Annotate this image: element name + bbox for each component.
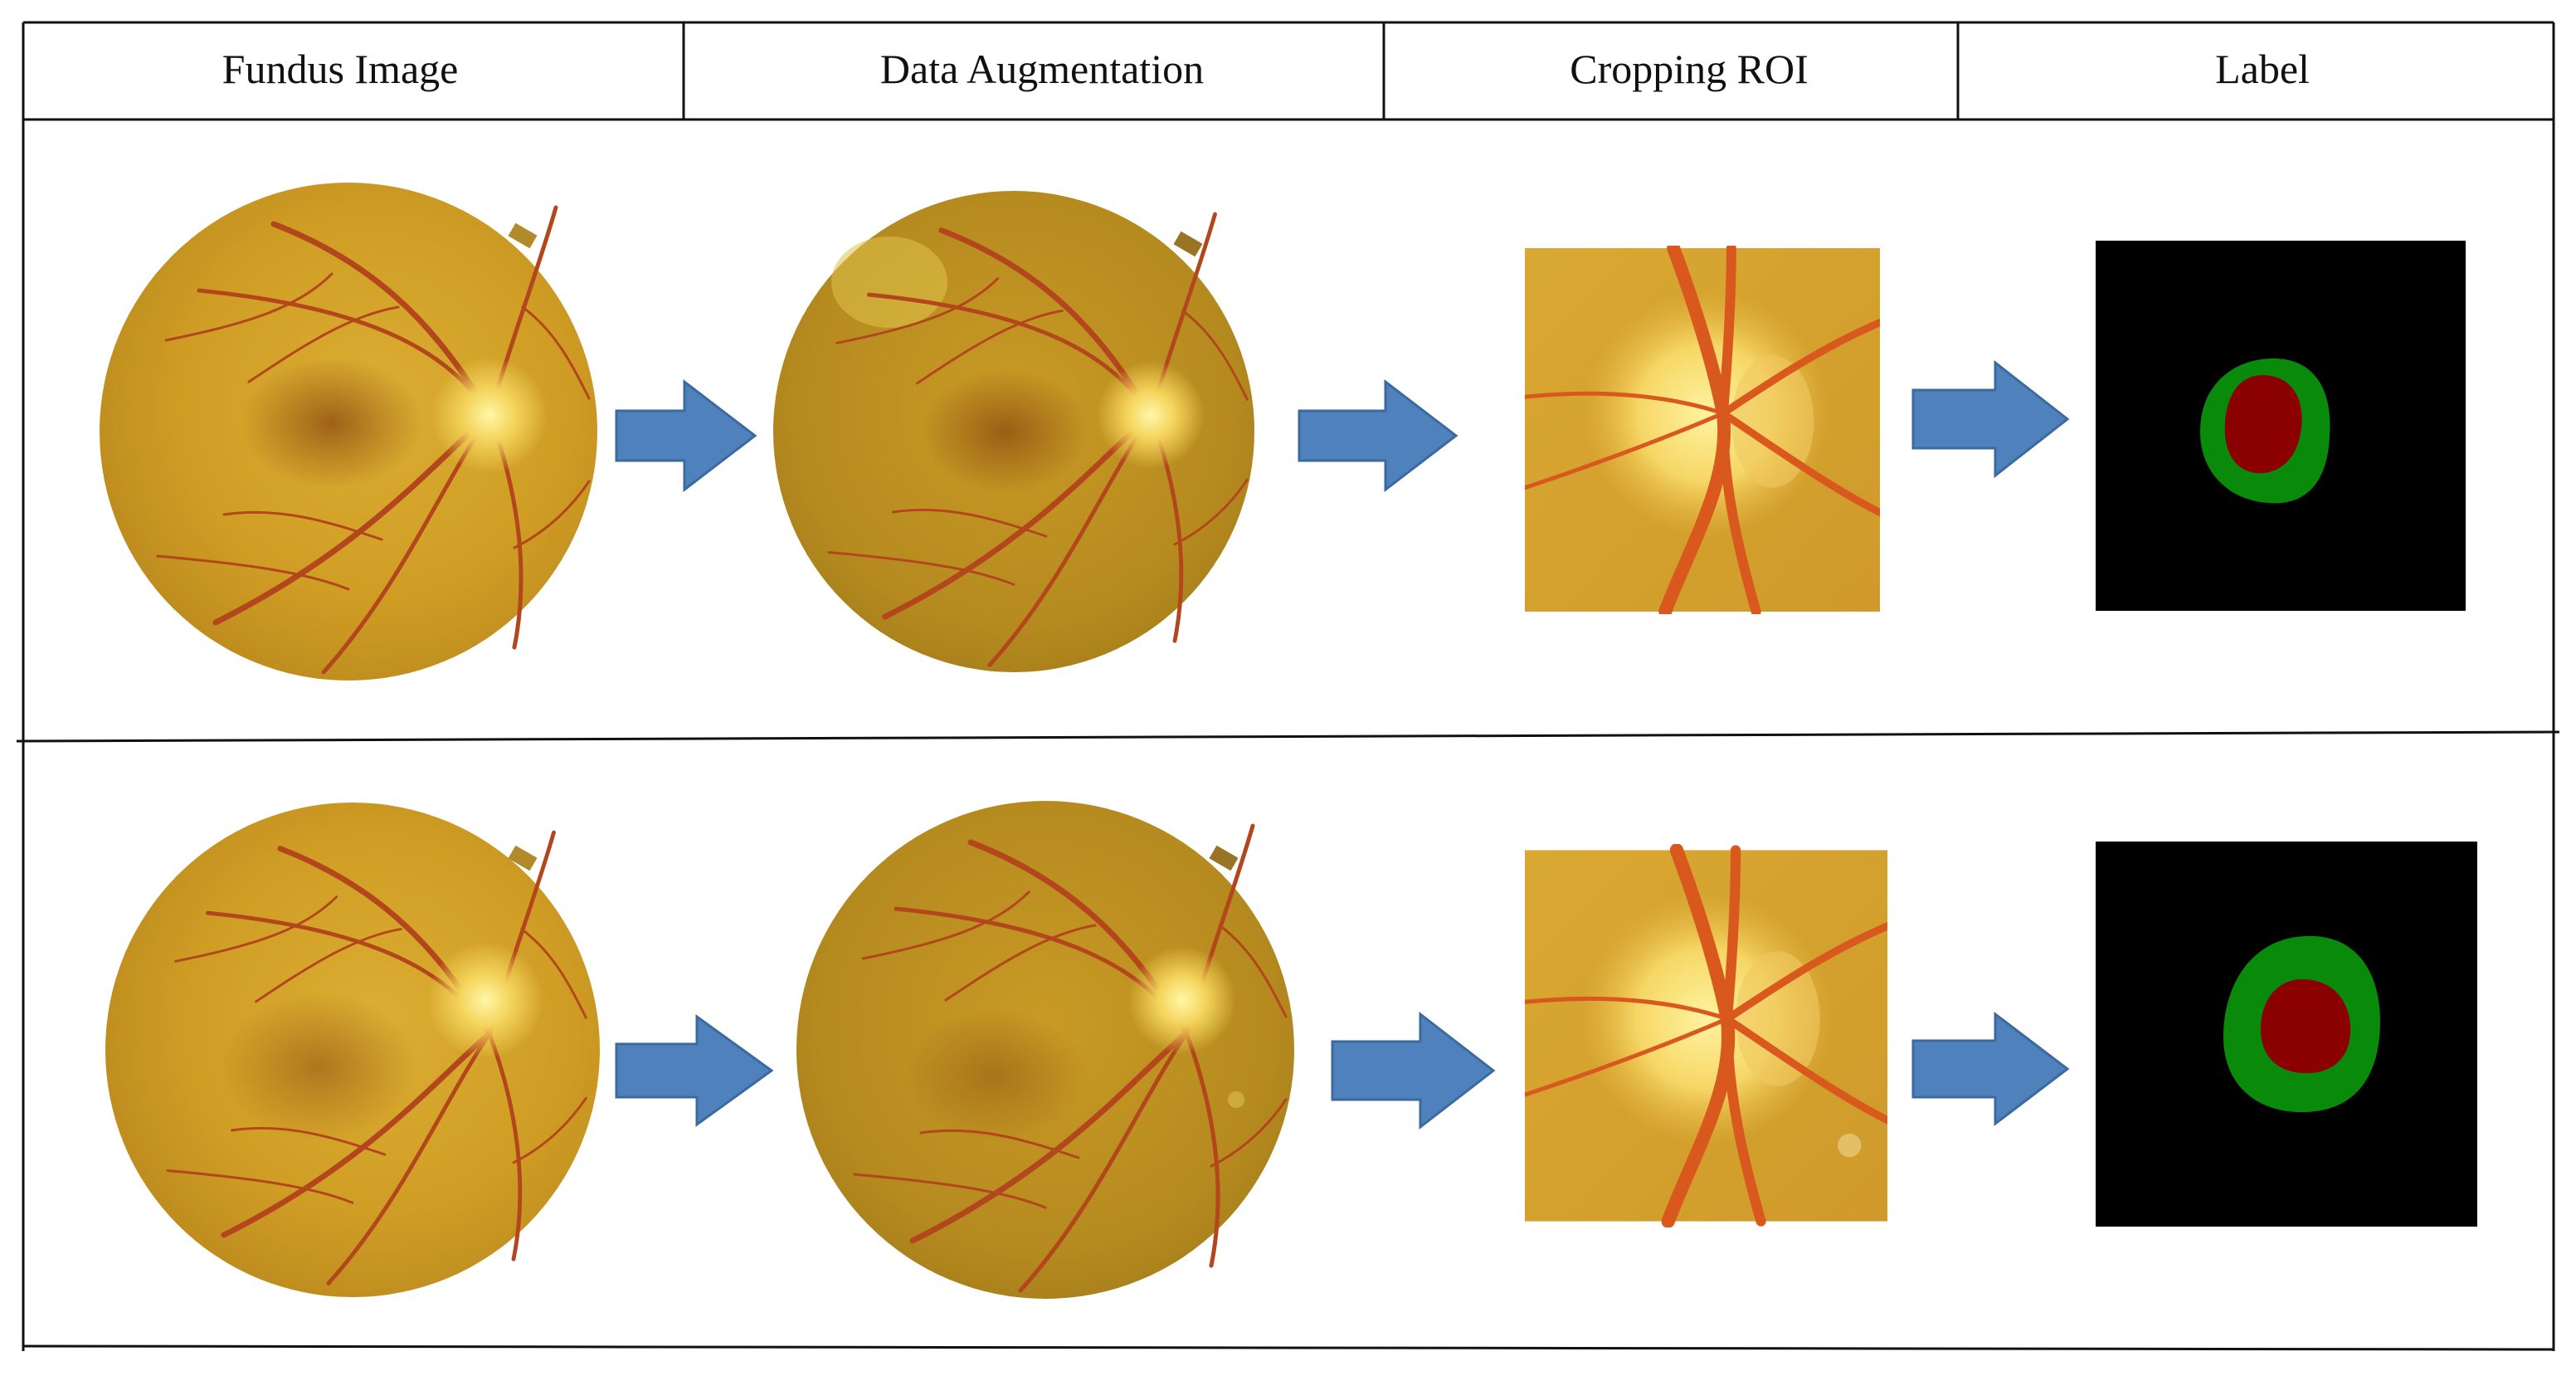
augmented-fundus-image <box>796 801 1294 1299</box>
segmentation-label <box>2096 842 2477 1227</box>
arrow-right-icon <box>615 378 757 493</box>
arrow-right-icon <box>615 1014 774 1127</box>
fundus-image <box>100 183 597 681</box>
augmented-fundus-image <box>773 191 1254 672</box>
cropped-roi <box>1525 850 1887 1221</box>
segmentation-label <box>2096 241 2466 611</box>
header-label: Label <box>2215 46 2310 92</box>
header-data-augmentation: Data Augmentation <box>880 46 1204 92</box>
header-cropping-roi: Cropping ROI <box>1570 46 1809 92</box>
cropped-roi <box>1525 248 1880 612</box>
optic-cup-region <box>2261 979 2351 1074</box>
table-grid <box>16 21 2560 1351</box>
table-header: Fundus Image Data Augmentation Cropping … <box>222 46 2310 92</box>
fundus-image <box>105 803 600 1297</box>
pipeline-row-1 <box>100 183 2466 681</box>
optic-cup-region <box>2224 375 2302 474</box>
arrow-right-icon <box>1331 1011 1496 1130</box>
arrow-right-icon <box>1911 359 2070 479</box>
arrow-right-icon <box>1298 378 1458 493</box>
arrow-right-icon <box>1911 1011 2070 1127</box>
pipeline-row-2 <box>105 801 2477 1299</box>
header-fundus-image: Fundus Image <box>222 46 459 92</box>
